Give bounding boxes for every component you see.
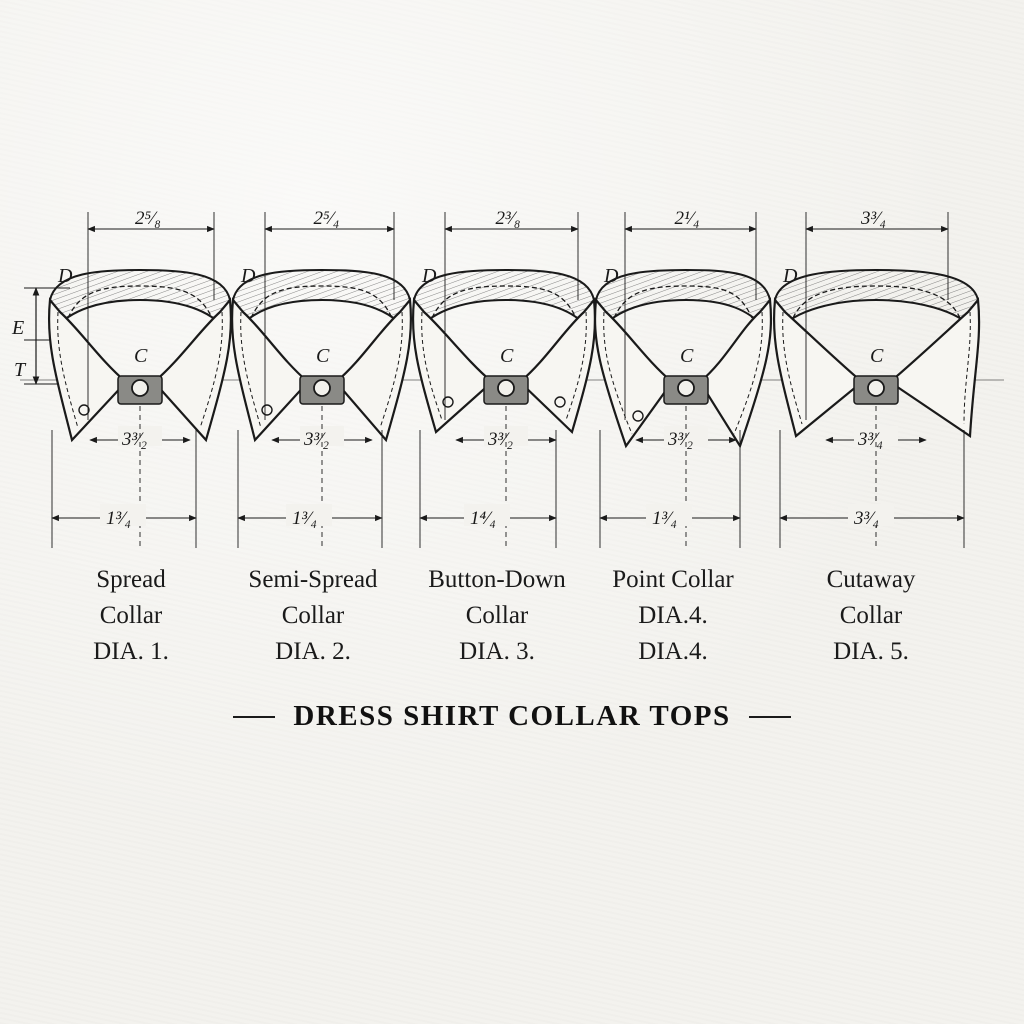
collar-name-line2: Collar [465, 602, 529, 629]
dia-label: DIA. 2. [275, 638, 351, 665]
caption-dia-3: Button-Down Collar DIA. 3. [402, 562, 592, 670]
point-label: D [57, 265, 73, 287]
title-rule-right [748, 715, 791, 718]
point-label: D [240, 265, 256, 287]
collar-stitch [613, 285, 753, 319]
collar-leaf-right [698, 297, 773, 449]
top-dimension-value: 2⁵⁄₈ [135, 208, 161, 229]
collar-leaf-right [518, 297, 597, 435]
collar-4: D C 2¹⁄₄ 3³⁄₂ 1³⁄₄ [593, 208, 773, 548]
dia-label: DIA.4. [638, 638, 708, 665]
caption-dia-1: Spread Collar DIA. 1. [36, 562, 226, 670]
collar-stitch [250, 285, 393, 319]
tip-button-icon [554, 396, 566, 408]
center-label: C [134, 345, 148, 367]
collar-2: D C 2⁵⁄₄ 3³⁄₂ 1³⁄₄ [230, 208, 413, 548]
top-dimension-value: 2¹⁄₄ [675, 208, 700, 229]
leaf-stitch-left [782, 311, 803, 425]
dia-label: DIA. 3. [459, 638, 535, 665]
collar-name: Cutaway [826, 566, 916, 593]
collar-band [231, 268, 412, 333]
top-dimension-value: 2³⁄₈ [496, 208, 521, 229]
button-icon [677, 379, 695, 397]
bottom-dimension-value: 1³⁄₄ [652, 508, 677, 529]
caption-dia-4: Point Collar DIA.4. DIA.4. [578, 562, 768, 670]
collar-band [48, 268, 232, 333]
side-label-t: T [14, 359, 27, 381]
tip-button-icon [78, 404, 90, 416]
collar-leaf-left [47, 297, 128, 443]
collar-leaf-left [411, 297, 494, 434]
tip-button-icon [442, 396, 454, 408]
collar-band [594, 268, 772, 333]
collar-stitch [67, 285, 213, 319]
collar-band [412, 268, 596, 333]
point-label: D [603, 265, 619, 287]
mid-dimension-value: 3³⁄₄ [857, 429, 883, 450]
collar-name: Button-Down [428, 566, 566, 593]
leaf-stitch-right [733, 311, 763, 435]
collar-5: D C 3³⁄₄ 3³⁄₄ 3³⁄₄ [772, 208, 981, 548]
collar-leaf-left [230, 297, 310, 443]
point-label: D [782, 265, 798, 287]
button-icon [497, 379, 515, 397]
collar-name-line2: Collar [281, 602, 345, 629]
dia-label: DIA. 1. [93, 638, 169, 665]
mid-dimension-value: 3³⁄₂ [121, 429, 147, 450]
top-dimension-value: 3³⁄₄ [860, 208, 886, 229]
caption-dia-2: Semi-Spread Collar DIA. 2. [218, 562, 408, 670]
collar-name: Spread [96, 566, 166, 593]
page-title: DRESS SHIRT COLLAR TOPS [293, 700, 731, 732]
point-label: D [421, 265, 437, 287]
mid-dimension-value: 3³⁄₂ [303, 429, 329, 450]
title-row: DRESS SHIRT COLLAR TOPS [0, 700, 1024, 733]
collar-name-line2: Collar [99, 602, 163, 629]
title-rule-left [233, 715, 276, 718]
leaf-stitch-right [963, 311, 971, 425]
top-dimension-value: 2⁵⁄₄ [314, 208, 340, 229]
tip-button-icon [632, 410, 644, 422]
caption-dia-5: Cutaway Collar DIA. 5. [776, 562, 966, 670]
collar-leaf-right [888, 297, 981, 438]
collar-name: Point Collar [612, 566, 734, 593]
collar-3: D C 2³⁄₈ 3³⁄₂ 1⁴⁄₄ [411, 208, 597, 548]
button-icon [131, 379, 149, 397]
mid-dimension-value: 3³⁄₂ [487, 429, 513, 450]
collar-name-line2: DIA.4. [638, 602, 708, 629]
center-label: C [500, 345, 514, 367]
collar-stitch [431, 285, 577, 319]
collar-name-line2: Collar [839, 602, 903, 629]
collar-1: D C 2⁵⁄₈ 3³⁄₂ 1³⁄₄ [47, 208, 233, 548]
button-icon [313, 379, 331, 397]
collar-leaf-right [152, 297, 233, 443]
collar-stitch [792, 285, 961, 319]
collar-leaf-left [593, 297, 674, 449]
bottom-dimension-value: 1³⁄₄ [106, 508, 131, 529]
dia-label: DIA. 5. [833, 638, 909, 665]
side-measure: E T [11, 287, 1004, 385]
center-label: C [316, 345, 330, 367]
collar-name: Semi-Spread [248, 566, 378, 593]
button-icon [867, 379, 885, 397]
side-label-e: E [11, 317, 24, 339]
collar-leaf-right [334, 297, 413, 443]
tip-button-icon [261, 404, 273, 416]
center-label: C [870, 345, 884, 367]
collars-layer: D C 2⁵⁄₈ 3³⁄₂ 1³⁄₄ D C 2⁵⁄₄ 3³⁄₂ 1³⁄₄ D C 2³⁄₈ 3³⁄₂ 1⁴… [47, 208, 981, 548]
bottom-dimension-value: 1³⁄₄ [292, 508, 317, 529]
bottom-dimension-value: 3³⁄₄ [853, 508, 879, 529]
center-label: C [680, 345, 694, 367]
mid-dimension-value: 3³⁄₂ [667, 429, 693, 450]
bottom-dimension-value: 1⁴⁄₄ [470, 508, 496, 529]
